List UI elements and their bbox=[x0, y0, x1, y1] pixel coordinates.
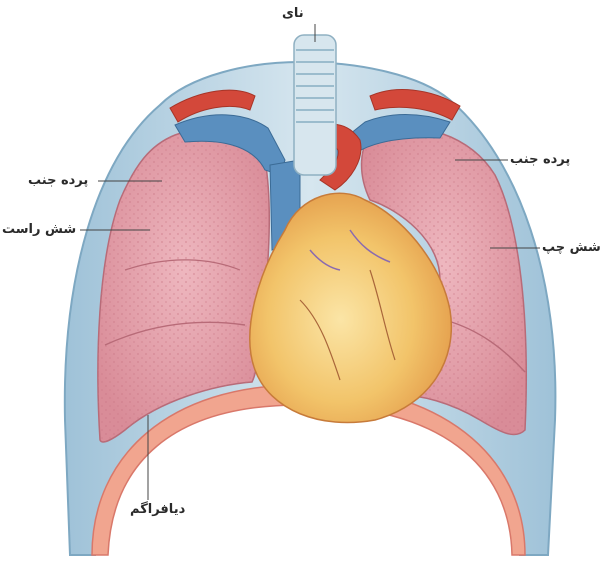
label-pleura-left: پرده جنب bbox=[510, 152, 570, 168]
trachea bbox=[294, 35, 336, 175]
label-trachea: نای bbox=[282, 6, 304, 22]
label-left-lung: شش چپ bbox=[542, 240, 601, 256]
label-right-lung: شش راست bbox=[2, 222, 76, 238]
label-diaphragm: دیافراگم bbox=[130, 502, 185, 518]
label-pleura-right: پرده جنب bbox=[28, 173, 88, 189]
